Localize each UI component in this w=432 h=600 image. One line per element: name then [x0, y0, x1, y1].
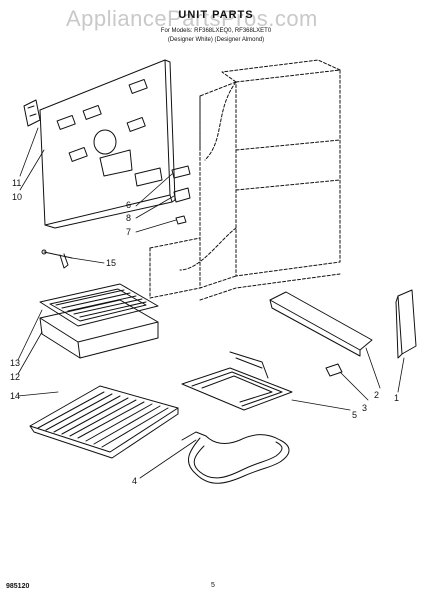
document-number: 985120: [6, 583, 30, 590]
leader-lines: [17, 127, 405, 479]
callout-6: 6: [126, 200, 131, 210]
callout-3: 3: [362, 403, 367, 413]
terminal-block: [171, 165, 191, 179]
callout-7: 7: [126, 227, 131, 237]
broil-support: [269, 289, 417, 377]
page-title: UNIT PARTS: [178, 9, 254, 21]
sensor-probe: [41, 249, 73, 269]
callout-5: 5: [352, 410, 357, 420]
broil-element: [181, 351, 293, 411]
callout-2: 2: [374, 390, 379, 400]
watermark: AppliancePartsPros.com: [66, 6, 318, 31]
oven-rack: [29, 385, 179, 459]
callout-11: 11: [12, 178, 21, 188]
callout-10: 10: [12, 192, 22, 202]
callout-8: 8: [126, 213, 131, 223]
clip: [175, 215, 187, 225]
callout-1: 1: [394, 393, 399, 403]
model-line: For Models: RF368LXEQ0, RF368LXET0: [160, 28, 272, 34]
broiler-pan: [39, 299, 159, 359]
page-number: 5: [211, 582, 215, 589]
callout-15: 15: [106, 258, 116, 268]
bake-element: [181, 431, 290, 484]
side-bracket: [23, 99, 41, 127]
callout-14: 14: [10, 391, 20, 401]
bracket-small: [173, 187, 191, 203]
callout-12: 12: [10, 372, 20, 382]
color-line: (Designer White) (Designer Almond): [167, 37, 265, 43]
callout-13: 13: [10, 358, 20, 368]
callout-4: 4: [132, 476, 137, 486]
oven-cavity-outline: [149, 59, 341, 301]
broiler-grid: [39, 283, 159, 327]
rear-panel: [39, 59, 176, 229]
callout-labels: 11 10 6 8 7 15 13 12 14 4 5 3 2 1: [10, 178, 399, 486]
